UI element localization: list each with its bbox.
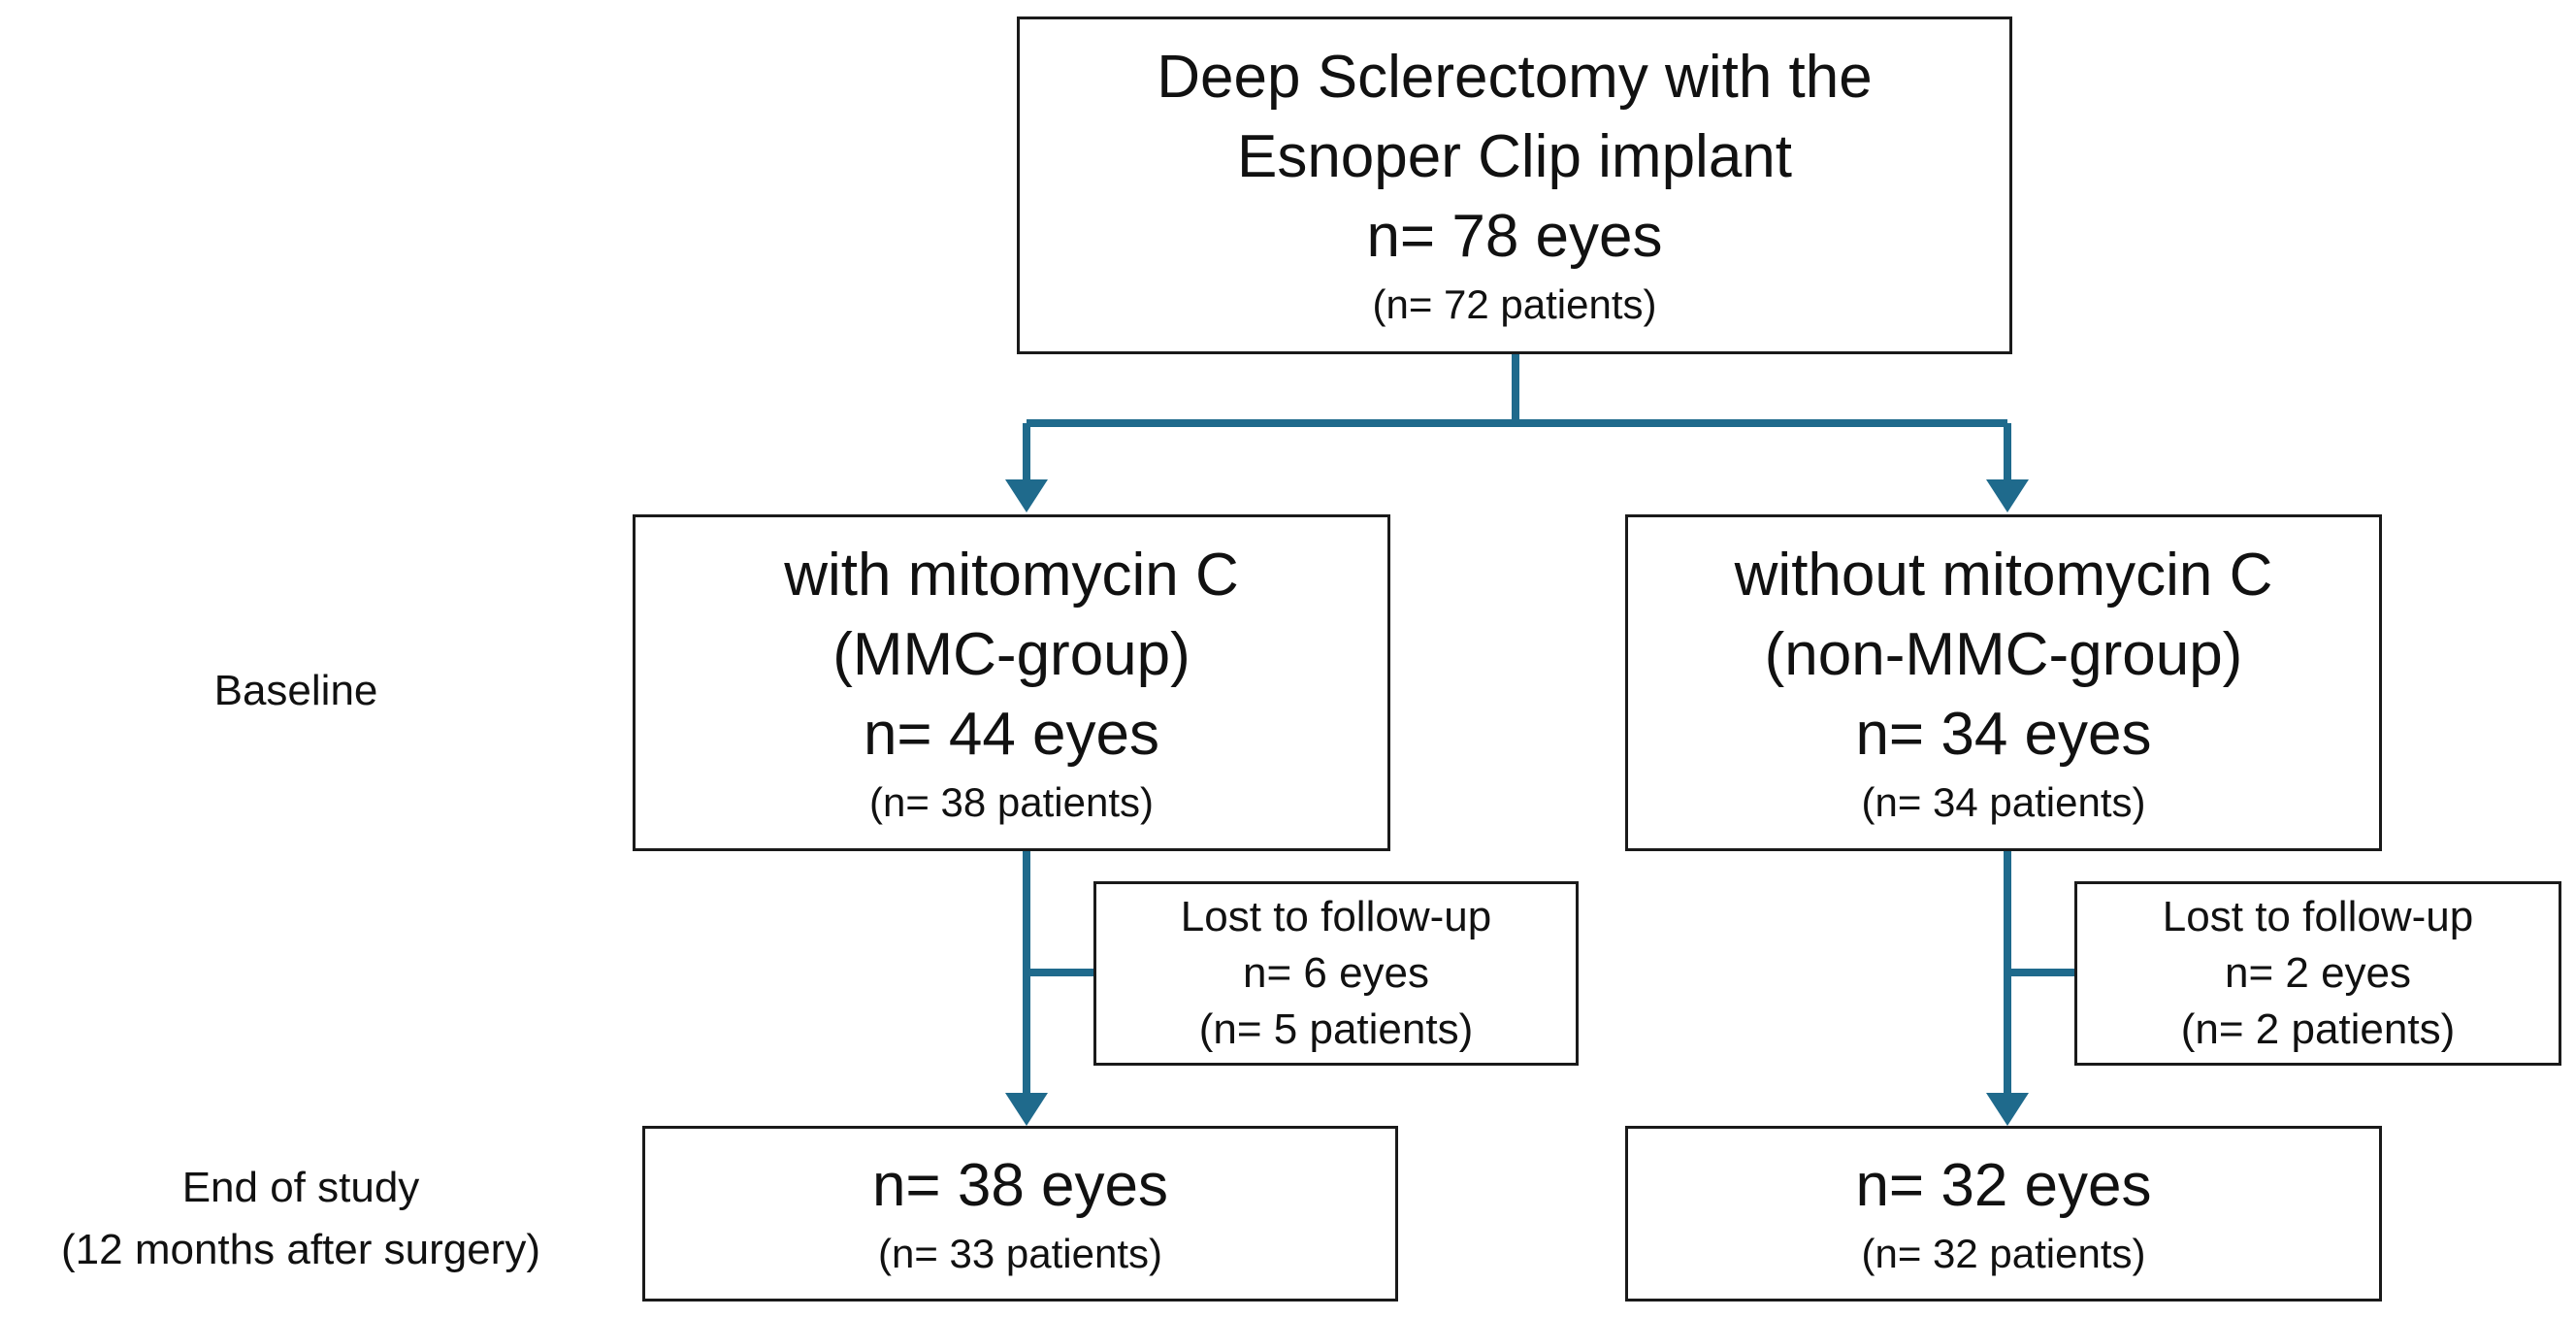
non-mmc-group-box: without mitomycin C (non-MMC-group) n= 3… bbox=[1625, 514, 2382, 851]
mmc-end-box: n= 38 eyes (n= 33 patients) bbox=[642, 1126, 1398, 1302]
mmc-lost-eyes: n= 6 eyes bbox=[1242, 949, 1430, 997]
top-patients: (n= 72 patients) bbox=[1372, 281, 1657, 327]
mmc-end-eyes: n= 38 eyes bbox=[871, 1151, 1169, 1219]
end-of-study-line2: (12 months after surgery) bbox=[61, 1226, 540, 1273]
top-title-line2: Esnoper Clip implant bbox=[1236, 123, 1793, 190]
end-of-study-label: End of study (12 months after surgery) bbox=[0, 1157, 602, 1281]
top-box: Deep Sclerectomy with the Esnoper Clip i… bbox=[1017, 16, 2012, 354]
non-mmc-line2: (non-MMC-group) bbox=[1764, 620, 2243, 688]
mmc-end-patients: (n= 33 patients) bbox=[877, 1230, 1162, 1276]
non-mmc-line1: without mitomycin C bbox=[1734, 541, 2273, 609]
non-mmc-end-box: n= 32 eyes (n= 32 patients) bbox=[1625, 1126, 2382, 1302]
non-mmc-lost-patients: (n= 2 patients) bbox=[2180, 1005, 2456, 1053]
end-of-study-line1: End of study bbox=[181, 1164, 420, 1211]
non-mmc-lost-eyes: n= 2 eyes bbox=[2224, 949, 2412, 997]
non-mmc-lost-title: Lost to follow-up bbox=[2162, 893, 2474, 940]
mmc-line2: (MMC-group) bbox=[832, 620, 1190, 688]
baseline-label: Baseline bbox=[213, 667, 378, 714]
non-mmc-end-patients: (n= 32 patients) bbox=[1861, 1230, 2146, 1276]
non-mmc-eyes: n= 34 eyes bbox=[1855, 700, 2152, 768]
non-mmc-patients: (n= 34 patients) bbox=[1861, 778, 2146, 825]
mmc-eyes: n= 44 eyes bbox=[863, 700, 1160, 768]
mmc-lost-title: Lost to follow-up bbox=[1180, 893, 1492, 940]
arrowhead-non-mmc bbox=[1986, 479, 2029, 512]
mmc-lost-box: Lost to follow-up n= 6 eyes (n= 5 patien… bbox=[1093, 881, 1579, 1066]
non-mmc-end-eyes: n= 32 eyes bbox=[1855, 1151, 2152, 1219]
top-eyes: n= 78 eyes bbox=[1366, 203, 1663, 270]
mmc-patients: (n= 38 patients) bbox=[868, 778, 1154, 825]
mmc-group-box: with mitomycin C (MMC-group) n= 44 eyes … bbox=[633, 514, 1390, 851]
mmc-line1: with mitomycin C bbox=[784, 541, 1239, 609]
arrowhead-non-mmc-end bbox=[1986, 1093, 2029, 1126]
top-title-line1: Deep Sclerectomy with the bbox=[1157, 44, 1873, 111]
mmc-lost-patients: (n= 5 patients) bbox=[1198, 1005, 1474, 1053]
arrowhead-mmc-end bbox=[1005, 1093, 1048, 1126]
non-mmc-lost-box: Lost to follow-up n= 2 eyes (n= 2 patien… bbox=[2074, 881, 2561, 1066]
arrowhead-mmc bbox=[1005, 479, 1048, 512]
